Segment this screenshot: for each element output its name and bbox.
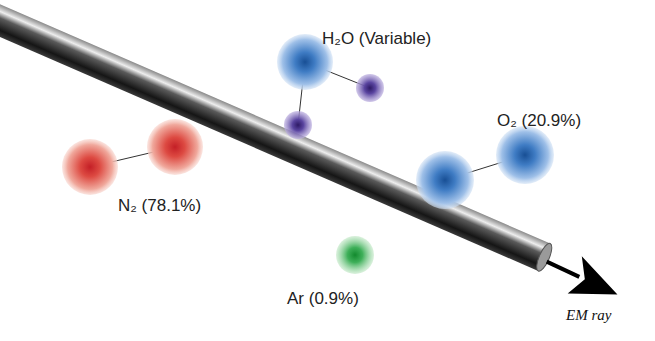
hydrogen-atom: [356, 74, 384, 102]
argon-atom: [336, 236, 374, 274]
ray-end-cap: [534, 241, 555, 272]
h2o-molecule: [277, 34, 384, 139]
molecule-label: N₂ (78.1%): [118, 196, 201, 216]
molecule-label: O₂ (20.9%): [497, 111, 581, 131]
ray-shaft: [546, 262, 579, 277]
o2-molecule: [416, 126, 554, 209]
nitrogen-atom: [62, 139, 118, 195]
oxygen-atom: [416, 151, 474, 209]
ray-label: EM ray: [566, 306, 611, 324]
ray-arrowhead: [566, 256, 626, 312]
nitrogen-atom: [147, 119, 203, 175]
em-ray: [0, 3, 626, 312]
oxygen-atom: [496, 126, 554, 184]
molecule-label: H₂O (Variable): [322, 29, 431, 49]
n2-molecule: [62, 119, 203, 195]
molecule-label: Ar (0.9%): [287, 289, 359, 309]
hydrogen-atom: [284, 111, 312, 139]
ray-tube: [0, 4, 550, 271]
